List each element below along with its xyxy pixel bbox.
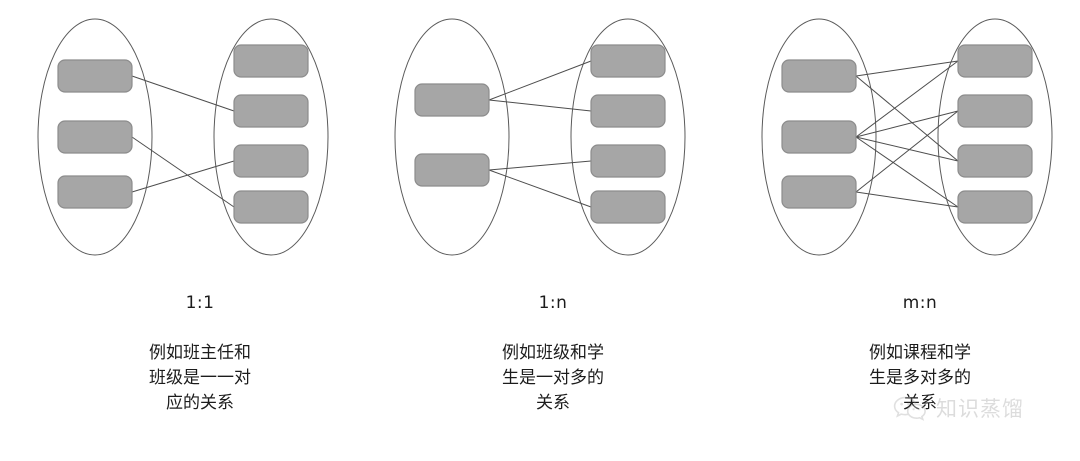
- entity-set-ellipse-left: [394, 18, 510, 256]
- wechat-icon: [893, 396, 926, 421]
- description-many-to-many: 例如课程和学 生是多对多的 关系: [869, 343, 971, 413]
- entity-box-right-2[interactable]: [957, 94, 1033, 128]
- entity-box-left-1[interactable]: [57, 59, 133, 93]
- relationship-link: [855, 136, 959, 162]
- entity-box-right-3[interactable]: [957, 144, 1033, 178]
- entity-box-left-2[interactable]: [414, 153, 490, 187]
- entity-box-left-2[interactable]: [57, 120, 133, 154]
- entity-box-left-2[interactable]: [781, 120, 857, 154]
- entity-box-right-4[interactable]: [957, 190, 1033, 224]
- relationship-link: [488, 60, 592, 101]
- link-layer: [131, 75, 235, 208]
- caption-one-to-one: 1:1 例如班主任和 班级是一一对 应的关系: [95, 266, 305, 441]
- relationship-group-one-to-many: [394, 18, 686, 256]
- relationship-link: [855, 110, 959, 138]
- link-layer: [855, 60, 959, 208]
- ratio-label-many-to-many: m:n: [902, 293, 938, 313]
- entity-set-ellipse-right: [213, 18, 329, 256]
- link-layer: [488, 60, 592, 208]
- relationship-link: [855, 60, 959, 77]
- relationship-link: [855, 60, 959, 138]
- entity-box-right-1[interactable]: [233, 44, 309, 78]
- entity-box-right-4[interactable]: [233, 190, 309, 224]
- relationship-link: [488, 169, 592, 208]
- ratio-label-one-to-many: 1:n: [538, 293, 568, 313]
- ratio-label-one-to-one: 1:1: [185, 293, 215, 313]
- relationship-link: [131, 75, 235, 112]
- watermark: 知识蒸馏: [893, 396, 1024, 422]
- relationship-link: [131, 136, 235, 208]
- entity-set-ellipse-right: [570, 18, 686, 256]
- entity-set-ellipse-left: [761, 18, 877, 256]
- relationship-link: [855, 191, 959, 208]
- relationship-link: [855, 75, 959, 162]
- relationship-group-many-to-many: [761, 18, 1053, 256]
- description-one-to-one: 例如班主任和 班级是一一对 应的关系: [149, 343, 251, 413]
- entity-set-ellipse-right: [937, 18, 1053, 256]
- entity-box-right-3[interactable]: [233, 144, 309, 178]
- relationship-group-one-to-one: [37, 18, 329, 256]
- entity-box-left-3[interactable]: [57, 175, 133, 209]
- watermark-text: 知识蒸馏: [936, 397, 1024, 421]
- entity-set-ellipse-left: [37, 18, 153, 256]
- entity-box-left-1[interactable]: [781, 59, 857, 93]
- entity-box-right-1[interactable]: [590, 44, 666, 78]
- entity-box-left-1[interactable]: [414, 83, 490, 117]
- caption-one-to-many: 1:n 例如班级和学 生是一对多的 关系: [448, 266, 658, 441]
- entity-box-left-3[interactable]: [781, 175, 857, 209]
- entity-box-right-2[interactable]: [233, 94, 309, 128]
- relationship-link: [488, 160, 592, 171]
- entity-box-right-2[interactable]: [590, 94, 666, 128]
- relationship-link: [131, 160, 235, 193]
- entity-box-right-3[interactable]: [590, 144, 666, 178]
- caption-many-to-many: m:n 例如课程和学 生是多对多的 关系: [815, 266, 1025, 441]
- relationship-link: [855, 110, 959, 193]
- relationship-link: [855, 136, 959, 208]
- entity-box-right-1[interactable]: [957, 44, 1033, 78]
- entity-box-right-4[interactable]: [590, 190, 666, 224]
- description-one-to-many: 例如班级和学 生是一对多的 关系: [502, 343, 604, 413]
- relationship-link: [488, 99, 592, 112]
